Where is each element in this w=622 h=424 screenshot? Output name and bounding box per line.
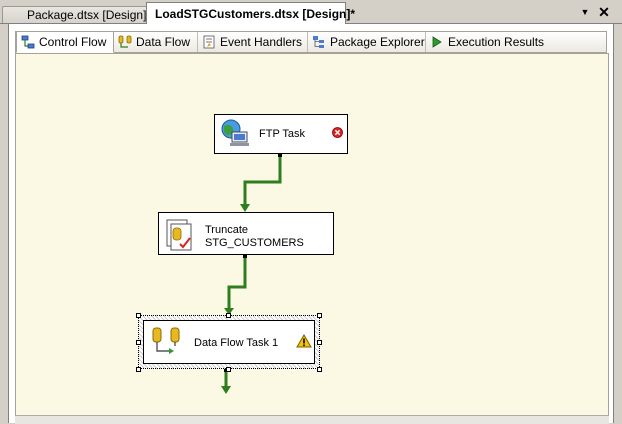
- selection-handle[interactable]: [226, 367, 231, 372]
- precedence-constraints: [221, 153, 282, 394]
- selection-handle[interactable]: [226, 313, 231, 318]
- selection-handle[interactable]: [136, 340, 141, 345]
- tab-label: Package Explorer: [330, 35, 425, 49]
- event-handlers-icon: [203, 35, 215, 49]
- constraint-truncate-to-dataflow[interactable]: [224, 254, 247, 315]
- tab-data-flow[interactable]: Data Flow: [114, 32, 198, 52]
- doc-tab-package[interactable]: Package.dtsx [Design]: [2, 6, 152, 23]
- tab-execution-results[interactable]: Execution Results: [426, 32, 556, 52]
- package-explorer-icon: [313, 36, 324, 48]
- task-label-line2: STG_CUSTOMERS: [205, 237, 304, 249]
- task-label-line1: Truncate: [205, 224, 249, 236]
- ftp-task[interactable]: FTP Task: [214, 114, 348, 154]
- error-icon: [332, 127, 343, 138]
- data-flow-task-icon: [152, 327, 180, 354]
- document-tab-strip: Package.dtsx [Design] LoadSTGCustomers.d…: [0, 0, 622, 24]
- selection-handle[interactable]: [317, 313, 322, 318]
- tab-control-flow[interactable]: Control Flow: [16, 31, 114, 53]
- tab-event-handlers[interactable]: Event Handlers: [198, 32, 308, 52]
- ftp-task-icon: [221, 119, 249, 146]
- tab-label: Data Flow: [136, 35, 191, 49]
- control-flow-icon: [21, 35, 35, 49]
- data-flow-icon: [118, 35, 132, 48]
- designer-tab-bar: Control Flow Data Flow Event Handlers: [15, 31, 607, 53]
- selection-handle[interactable]: [317, 340, 322, 345]
- package-designer: Control Flow Data Flow Event Handlers: [8, 24, 614, 424]
- data-flow-task-1[interactable]: Data Flow Task 1: [143, 320, 315, 364]
- control-flow-surface[interactable]: FTP Task Truncate STG_CUSTOMERS: [15, 53, 609, 419]
- warning-icon: [296, 334, 312, 348]
- horizontal-scrollbar[interactable]: [15, 415, 609, 424]
- doc-tab-label: LoadSTGCustomers.dtsx [Design]*: [155, 7, 356, 21]
- tab-label: Execution Results: [448, 35, 545, 49]
- constraint-ftp-to-truncate[interactable]: [240, 153, 282, 212]
- selection-handle[interactable]: [136, 367, 141, 372]
- tab-label: Control Flow: [39, 35, 107, 49]
- doc-tab-label: Package.dtsx [Design]: [27, 8, 147, 22]
- doc-tab-loadstgcustomers[interactable]: LoadSTGCustomers.dtsx [Design]*: [146, 2, 355, 24]
- close-document-icon[interactable]: ✕: [598, 4, 610, 20]
- execution-results-icon: [432, 36, 442, 48]
- sql-task-icon: [166, 219, 192, 251]
- selection-handle[interactable]: [317, 367, 322, 372]
- window-list-dropdown-icon[interactable]: ▼: [580, 7, 590, 17]
- designer-tabs: Control Flow Data Flow Event Handlers: [9, 24, 613, 56]
- tab-package-explorer[interactable]: Package Explorer: [308, 32, 426, 52]
- tab-label: Event Handlers: [220, 35, 303, 49]
- task-label: FTP Task: [259, 128, 306, 140]
- task-label: Data Flow Task 1: [194, 337, 279, 349]
- truncate-stg-customers-task[interactable]: Truncate STG_CUSTOMERS: [158, 212, 334, 255]
- selection-handle[interactable]: [136, 313, 141, 318]
